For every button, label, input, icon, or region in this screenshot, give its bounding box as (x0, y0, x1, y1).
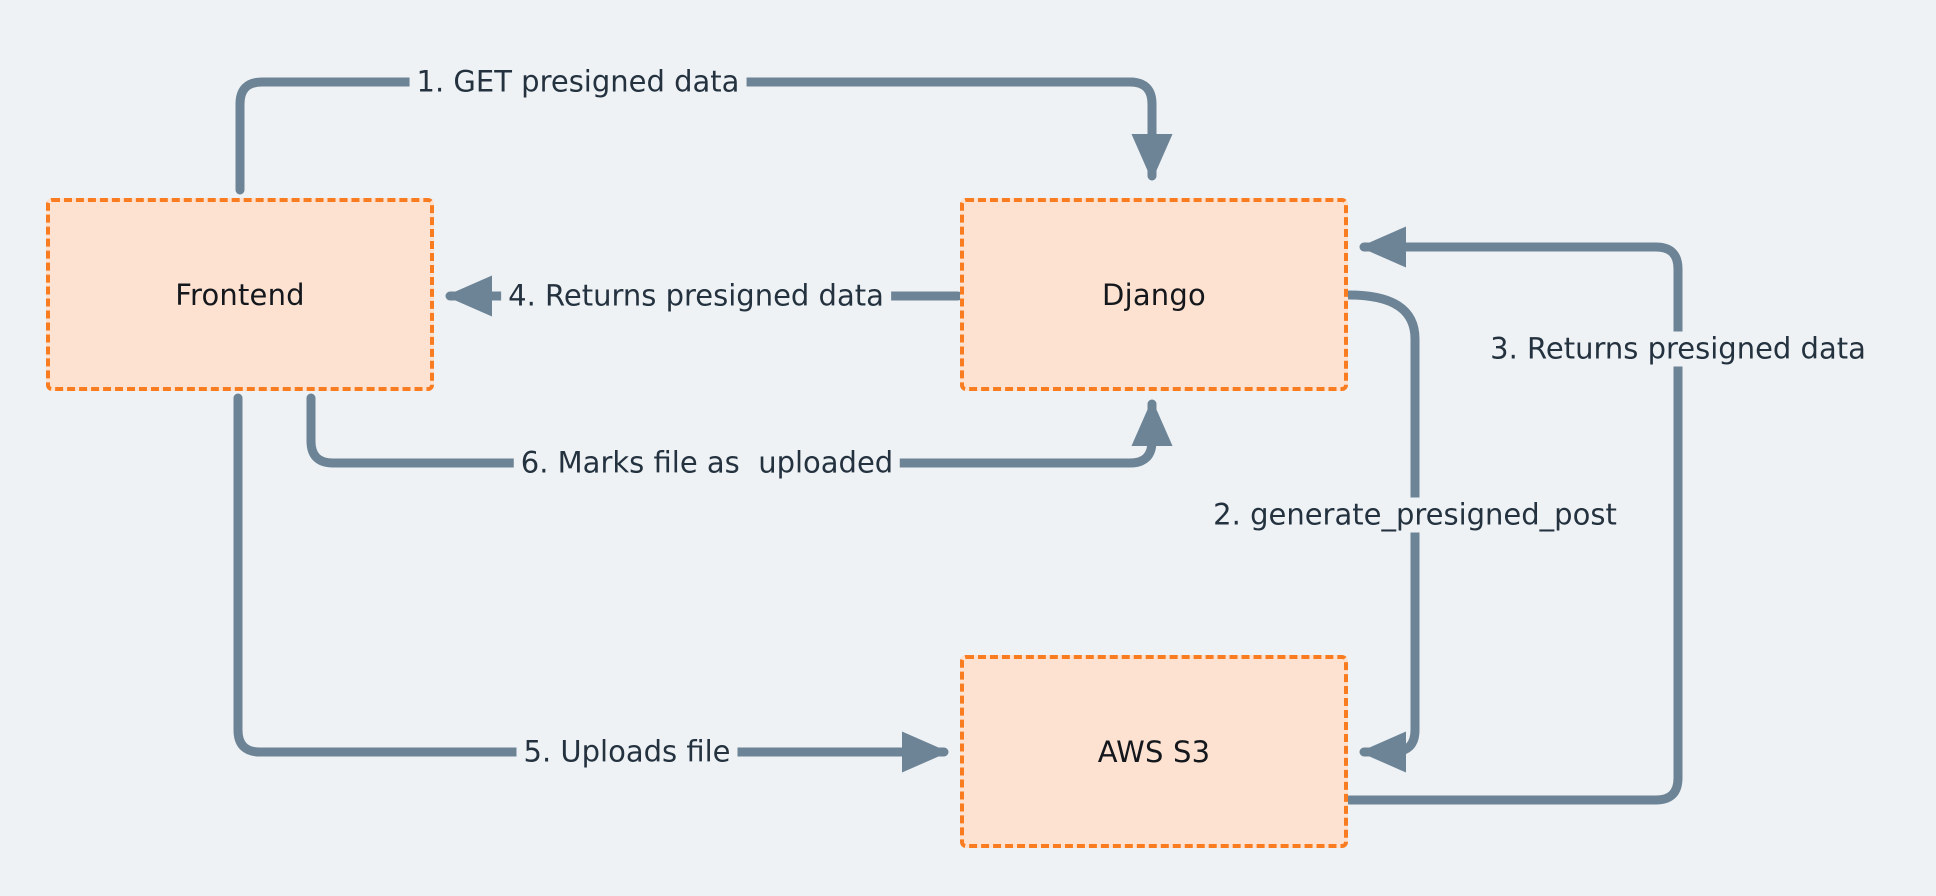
node-django[interactable]: Django (960, 198, 1348, 391)
connector-step-3 (1344, 226, 1683, 805)
connector-step-2 (1344, 290, 1420, 773)
edge-label-step-1: 1. GET presigned data (409, 64, 747, 100)
node-frontend-label: Frontend (175, 277, 305, 312)
edge-label-step-5: 5. Uploads file (516, 734, 738, 770)
node-django-label: Django (1102, 277, 1206, 312)
edge-label-step-3: 3. Returns presigned data (1483, 331, 1873, 367)
node-aws-s3-label: AWS S3 (1097, 734, 1211, 769)
edge-label-step-4: 4. Returns presigned data (501, 278, 891, 314)
edge-label-step-2: 2. generate_presigned_post (1206, 497, 1624, 533)
node-frontend[interactable]: Frontend (46, 198, 434, 391)
node-aws-s3[interactable]: AWS S3 (960, 655, 1348, 848)
connector-step-5 (233, 393, 949, 773)
edge-label-step-6: 6. Marks file as uploaded (513, 445, 901, 481)
